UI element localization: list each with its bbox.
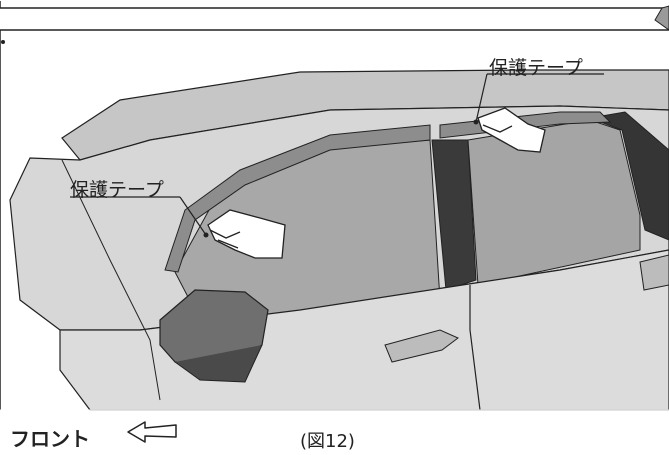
front-rain-visor	[164, 124, 431, 273]
leader-lines	[70, 73, 604, 236]
folded-corner	[654, 5, 669, 31]
protective-tape-label-top: 保護テープ	[489, 57, 583, 79]
front-door-handle	[384, 329, 459, 363]
edge-dot	[1, 40, 5, 44]
protective-tape-label-left: 保護テープ	[70, 179, 164, 201]
rear-door-handle	[639, 254, 669, 291]
gloved-hand-icon-top	[477, 107, 546, 153]
door-seam	[469, 285, 481, 411]
panel-border	[0, 1, 669, 410]
left-arrow-outline-icon	[127, 421, 177, 443]
side-mirror-base	[174, 344, 263, 383]
front-direction-label: フロント	[10, 427, 90, 451]
gloved-hand-icon	[207, 209, 286, 259]
figure-caption: (図12)	[300, 431, 355, 452]
leader-dot-top	[473, 119, 479, 125]
c-pillar	[588, 111, 669, 241]
a-pillar-trim	[61, 159, 161, 401]
leader-dot-left	[203, 232, 209, 238]
b-pillar	[431, 139, 477, 291]
